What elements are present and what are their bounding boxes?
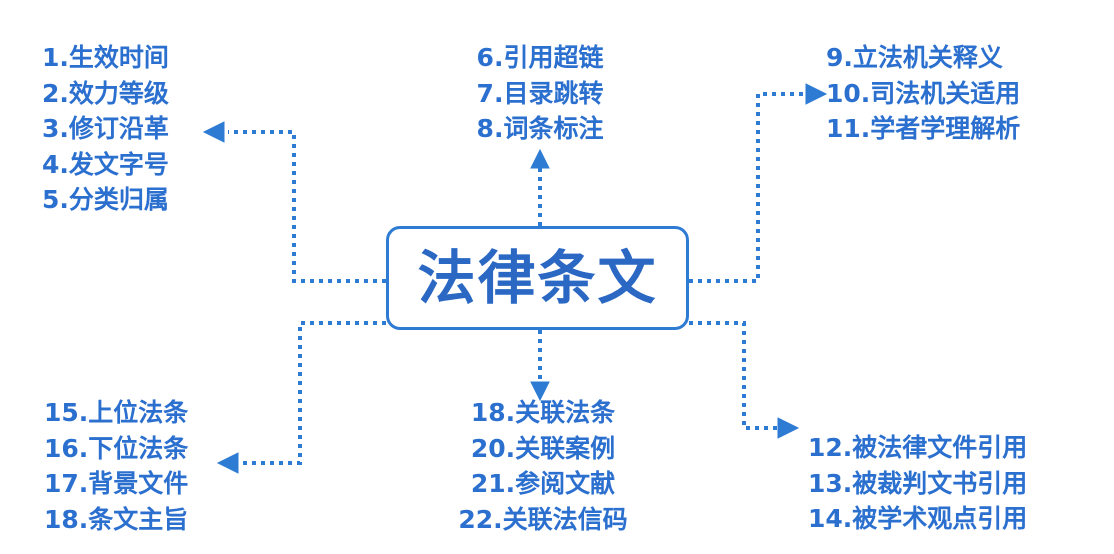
- list-item: 21.参阅文献: [470, 469, 616, 498]
- connector-bottom-right: [689, 321, 780, 430]
- group-top-left: 1.生效时间 2.效力等级 3.修订沿革 4.发文字号 5.分类归属: [42, 40, 169, 218]
- list-item: 17.背景文件: [44, 469, 189, 498]
- list-item: 3.修订沿革: [42, 114, 169, 143]
- list-item: 18.关联法条: [470, 398, 616, 427]
- list-item: 20.关联案例: [470, 433, 616, 463]
- group-bottom-right: 12.被法律文件引用 13.被裁判文书引用 14.被学术观点引用: [808, 430, 1027, 537]
- list-item: 4.发文字号: [42, 149, 169, 179]
- list-item: 6.引用超链: [476, 43, 604, 72]
- list-item: 8.词条标注: [476, 114, 604, 143]
- connector-bottom-left: [238, 321, 386, 465]
- arrowhead-bottom-right: [777, 417, 800, 439]
- group-top-center: 6.引用超链 7.目录跳转 8.词条标注: [440, 40, 640, 147]
- arrowhead-top-center: [530, 148, 550, 169]
- connector-top-left: [228, 130, 386, 283]
- list-item: 15.上位法条: [44, 398, 189, 427]
- group-bottom-left: 15.上位法条 16.下位法条 17.背景文件 18.条文主旨: [44, 395, 188, 537]
- connector-top-right: [689, 92, 808, 283]
- list-item: 10.司法机关适用: [826, 78, 1021, 108]
- central-node: 法律条文: [386, 226, 689, 330]
- list-item: 12.被法律文件引用: [808, 433, 1028, 462]
- list-item: 7.目录跳转: [476, 78, 604, 108]
- list-item: 16.下位法条: [44, 433, 189, 463]
- central-node-label: 法律条文: [417, 244, 658, 312]
- list-item: 2.效力等级: [42, 78, 169, 108]
- list-item: 22.关联法信码: [458, 504, 628, 534]
- arrowhead-top-right: [805, 83, 828, 105]
- list-item: 14.被学术观点引用: [808, 504, 1028, 533]
- group-bottom-center: 18.关联法条 20.关联案例 21.参阅文献 22.关联法信码: [438, 395, 648, 537]
- list-item: 13.被裁判文书引用: [808, 468, 1028, 498]
- list-item: 11.学者学理解析: [826, 114, 1021, 143]
- list-item: 9.立法机关释义: [826, 43, 1003, 72]
- list-item: 1.生效时间: [42, 43, 169, 72]
- arrowhead-top-left: [202, 121, 225, 143]
- arrowhead-bottom-center: [530, 381, 550, 402]
- group-top-right: 9.立法机关释义 10.司法机关适用 11.学者学理解析: [826, 40, 1020, 147]
- list-item: 5.分类归属: [42, 185, 169, 214]
- list-item: 18.条文主旨: [44, 504, 189, 534]
- arrowhead-bottom-left: [216, 452, 239, 474]
